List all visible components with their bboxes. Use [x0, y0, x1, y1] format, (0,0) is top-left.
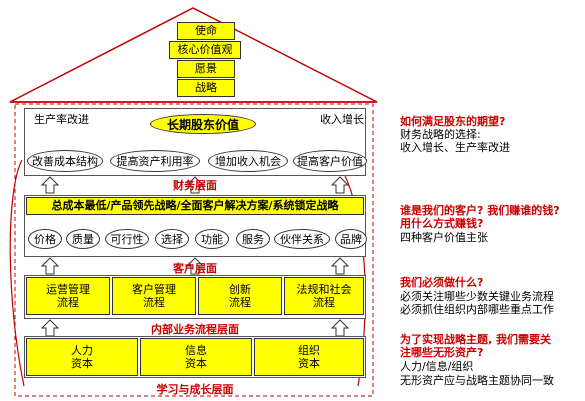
roof-item-mission: 使命 [177, 22, 235, 40]
customer-oval-service: 服务 [236, 229, 270, 249]
process-box-regulatory-line2: 流程 [313, 296, 335, 309]
revenue-growth-label: 收入增长 [320, 113, 364, 126]
process-box-operations: 运营管理流程 [26, 277, 110, 315]
process-box-operations-line1: 运营管理 [46, 282, 90, 296]
process-box-customer-mgmt: 客户管理流程 [112, 277, 196, 315]
note-learning-question-1: 为了实现战略主题, 我们需要关 [400, 333, 552, 346]
process-box-innovation-line2: 流程 [229, 296, 251, 309]
customer-oval-quality: 质量 [66, 229, 100, 249]
customer-oval-availability: 可行性 [105, 229, 149, 249]
financial-oval-asset: 提高资产利用率 [110, 150, 200, 172]
note-learning-question-2: 注哪些无形资产? [400, 346, 484, 359]
note-process-question: 我们必须做什么? [400, 276, 484, 289]
financial-oval-revenue: 增加收入机会 [208, 150, 288, 172]
process-box-regulatory-line1: 法规和社会 [296, 282, 352, 296]
learning-box-information-line2: 资本 [185, 357, 207, 370]
process-layer-label: 内部业务流程层面 [151, 323, 239, 336]
note-financial-answer-1: 财务战略的选择: [400, 128, 481, 141]
arrows-customer [40, 257, 350, 275]
note-financial-answer-2: 收入增长、生产率改进 [400, 141, 510, 154]
financial-oval-customer-value: 提高客户价值 [293, 150, 367, 172]
process-box-customer-mgmt-line1: 客户管理 [132, 282, 176, 296]
customer-oval-price: 价格 [28, 229, 62, 249]
long-term-shareholder-value: 长期股东价值 [150, 114, 256, 134]
learning-box-human-line2: 资本 [71, 357, 93, 370]
note-learning-answer-1: 人力/信息/组织 [400, 360, 474, 373]
roof-item-strategy: 战略 [177, 79, 235, 97]
financial-layer-label: 财务层面 [173, 179, 217, 192]
roof-item-values: 核心价值观 [169, 41, 241, 59]
note-customer-question-2: 用什么方式赚钱? [400, 217, 484, 230]
productivity-label: 生产率改进 [34, 113, 89, 126]
process-box-innovation: 创新流程 [198, 277, 282, 315]
learning-box-information-line1: 信息 [185, 343, 207, 357]
learning-box-organization: 组织资本 [254, 338, 364, 376]
process-box-regulatory: 法规和社会流程 [284, 277, 364, 315]
customer-oval-brand: 品牌 [335, 229, 367, 249]
learning-box-human: 人力资本 [26, 338, 138, 376]
arrows-financial [40, 176, 350, 194]
learning-layer-label: 学习与成长层面 [156, 383, 234, 396]
customer-strategy-bar: 总成本最低/产品领先战略/全面客户解决方案/系统锁定战略 [26, 197, 364, 215]
note-process-answer-2: 必须抓住组织内部哪些重点工作 [400, 303, 554, 316]
note-customer-answer: 四种客户价值主张 [400, 231, 488, 244]
note-learning-answer-2: 无形资产应与战略主题协同一致 [400, 374, 554, 387]
financial-oval-cost: 改善成本结构 [27, 150, 103, 172]
customer-layer-label: 客户层面 [173, 262, 217, 275]
process-box-customer-mgmt-line2: 流程 [143, 296, 165, 309]
process-box-innovation-line1: 创新 [229, 282, 251, 296]
note-customer-question-1: 谁是我们的客户? 我们赚谁的钱? [400, 204, 560, 217]
customer-oval-function: 功能 [195, 229, 229, 249]
roof-item-vision: 愿景 [177, 60, 235, 78]
customer-oval-selection: 选择 [155, 229, 189, 249]
learning-box-human-line1: 人力 [71, 343, 93, 357]
arrows-process [40, 319, 350, 337]
learning-box-organization-line2: 资本 [298, 357, 320, 370]
note-financial-question: 如何满足股东的期望? [400, 115, 506, 128]
note-process-answer-1: 必须关注哪些少数关键业务流程 [400, 290, 554, 303]
learning-box-information: 信息资本 [140, 338, 252, 376]
learning-box-organization-line1: 组织 [298, 343, 320, 357]
customer-oval-partnership: 伙伴关系 [274, 229, 330, 249]
process-box-operations-line2: 流程 [57, 296, 79, 309]
